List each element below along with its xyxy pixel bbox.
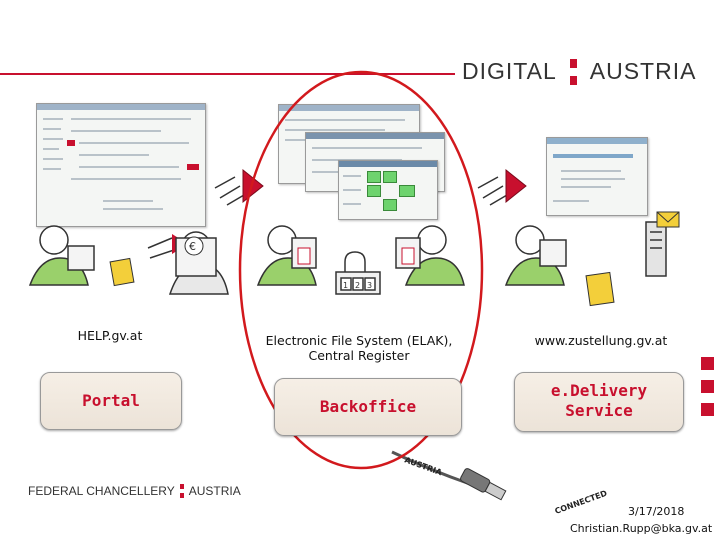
- lock-digit: 1: [343, 281, 348, 290]
- logo-separator: [569, 58, 577, 85]
- footer-date: 3/17/2018: [628, 505, 685, 518]
- person-icon: [395, 225, 465, 286]
- portal-box: Portal: [40, 372, 182, 430]
- arrow-icon: [505, 168, 527, 204]
- lock-icon: [335, 251, 381, 295]
- caption-elak: Electronic File System (ELAK), Central R…: [246, 333, 472, 363]
- portal-screenshot: [36, 103, 206, 227]
- caption-elak-line2: Central Register: [308, 348, 410, 363]
- footer-logo-right: AUSTRIA: [188, 484, 241, 498]
- logo-word-austria: AUSTRIA: [589, 58, 697, 84]
- person-icon: [28, 225, 95, 286]
- footer-logo-left: FEDERAL CHANCELLERY: [28, 484, 175, 498]
- elak-screenshot-front: [338, 160, 438, 220]
- federal-chancellery-logo: FEDERAL CHANCELLERY AUSTRIA: [28, 484, 241, 498]
- backoffice-box: Backoffice: [274, 378, 462, 436]
- envelope-icon: [656, 211, 680, 228]
- edelivery-label-line1: e.Delivery: [550, 381, 648, 400]
- edelivery-label-line2: Service: [565, 401, 633, 420]
- cable-label-top: AUSTRIA: [403, 455, 443, 477]
- decor-square: [701, 357, 714, 370]
- arrow-icon: [242, 168, 264, 204]
- backoffice-label: Backoffice: [319, 397, 417, 416]
- arrow-icon: [214, 176, 508, 206]
- decor-square: [701, 380, 714, 393]
- decor-square: [701, 403, 714, 416]
- document-icon: [585, 271, 615, 307]
- header-rule: [0, 73, 455, 75]
- footer-logo-separator: [179, 484, 184, 498]
- logo-word-digital: DIGITAL: [462, 58, 557, 84]
- usb-plug-icon: [460, 468, 507, 501]
- caption-elak-line1: Electronic File System (ELAK),: [265, 333, 453, 348]
- footer-email: Christian.Rupp@bka.gv.at: [570, 522, 713, 535]
- server-icon: [645, 221, 667, 277]
- caption-help: HELP.gv.at: [77, 328, 143, 343]
- document-icon: [297, 247, 311, 265]
- person-icon: [504, 225, 567, 286]
- svg-text:€: €: [189, 240, 196, 253]
- document-icon: [401, 247, 415, 265]
- edelivery-screenshot: [546, 137, 648, 216]
- document-icon: [109, 257, 135, 287]
- lock-digit: 2: [355, 281, 360, 290]
- arrow-icon: [147, 237, 175, 259]
- digital-austria-logo: DIGITAL AUSTRIA: [462, 58, 696, 85]
- lock-digit: 3: [367, 281, 372, 290]
- highlight-ellipse: [238, 70, 484, 470]
- portal-label: Portal: [82, 391, 140, 410]
- euro-coin-icon: [184, 236, 204, 256]
- edelivery-box: e.Delivery Service: [514, 372, 684, 432]
- cable-label-bottom: CONNECTED: [554, 489, 609, 516]
- caption-zustellung: www.zustellung.gv.at: [534, 333, 668, 348]
